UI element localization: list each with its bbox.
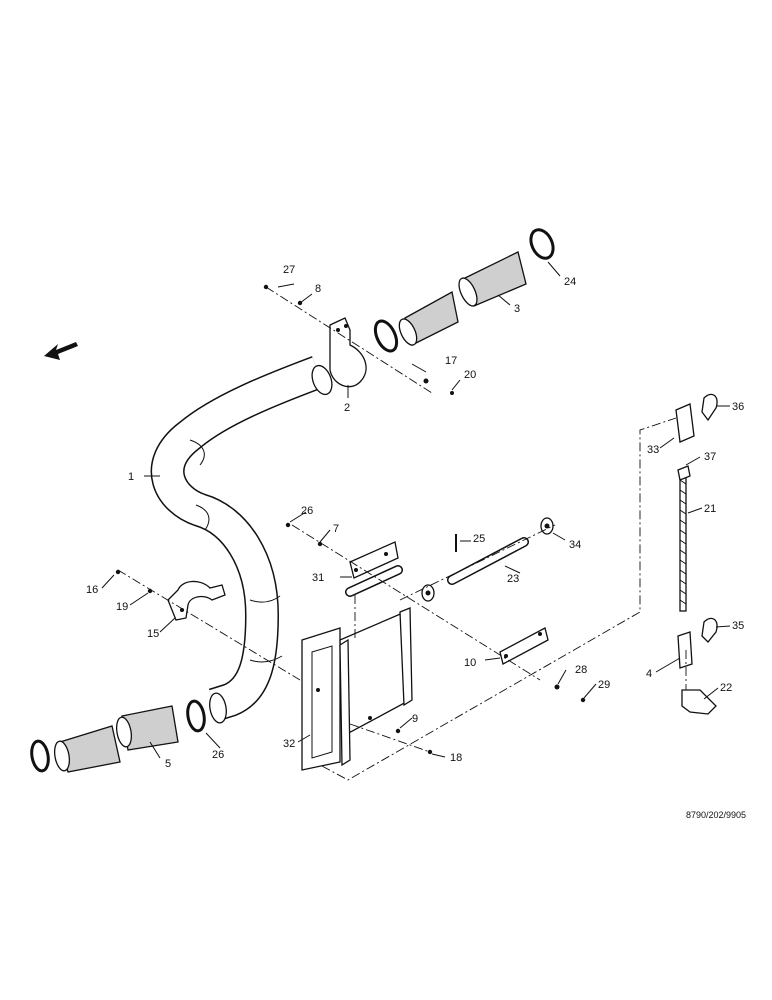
label-15: 15 [147, 628, 159, 640]
label-26b: 26 [212, 749, 224, 761]
label-36: 36 [732, 401, 744, 413]
main-pipe [150, 356, 333, 724]
label-16: 16 [86, 584, 98, 596]
label-35: 35 [732, 620, 744, 632]
label-19: 19 [116, 601, 128, 613]
label-1: 1 [128, 471, 134, 483]
label-22: 22 [720, 682, 732, 694]
label-24: 24 [564, 276, 576, 288]
label-33: 33 [647, 444, 659, 456]
lower-hose-clamp [30, 699, 206, 773]
pipe-bracket [329, 317, 367, 388]
label-9: 9 [412, 713, 418, 725]
label-10: 10 [464, 657, 476, 669]
hose-clamp [373, 228, 555, 353]
assembly-lines [117, 286, 687, 781]
adjusting-rod [675, 393, 718, 715]
label-8: 8 [315, 283, 321, 295]
pivot-pin [421, 517, 554, 602]
label-34: 34 [569, 539, 581, 551]
label-3: 3 [514, 303, 520, 315]
label-23: 23 [507, 573, 519, 585]
direction-arrow-icon [44, 342, 78, 360]
link-strap [499, 627, 549, 665]
label-2: 2 [344, 402, 350, 414]
label-31: 31 [312, 572, 324, 584]
label-26a: 26 [301, 505, 313, 517]
lower-bracket [167, 580, 226, 621]
label-25: 25 [473, 533, 485, 545]
label-37: 37 [704, 451, 716, 463]
label-32: 32 [283, 738, 295, 750]
label-5: 5 [165, 758, 171, 770]
lower-hose [53, 705, 179, 773]
label-29: 29 [598, 679, 610, 691]
leader-lines [101, 261, 731, 759]
hinged-frame [301, 607, 413, 771]
label-18: 18 [450, 752, 462, 764]
upper-plate [345, 541, 403, 597]
label-28: 28 [575, 664, 587, 676]
label-27: 27 [283, 264, 295, 276]
label-21: 21 [704, 503, 716, 515]
drawing-reference-code: 8790/202/9905 [686, 810, 746, 820]
upper-hose [398, 251, 527, 346]
part-labels: 1 2 3 4 5 7 8 9 10 15 16 17 18 19 20 21 … [86, 264, 744, 770]
label-4: 4 [646, 668, 652, 680]
label-17: 17 [445, 355, 457, 367]
label-7: 7 [333, 523, 339, 535]
label-20: 20 [464, 369, 476, 381]
